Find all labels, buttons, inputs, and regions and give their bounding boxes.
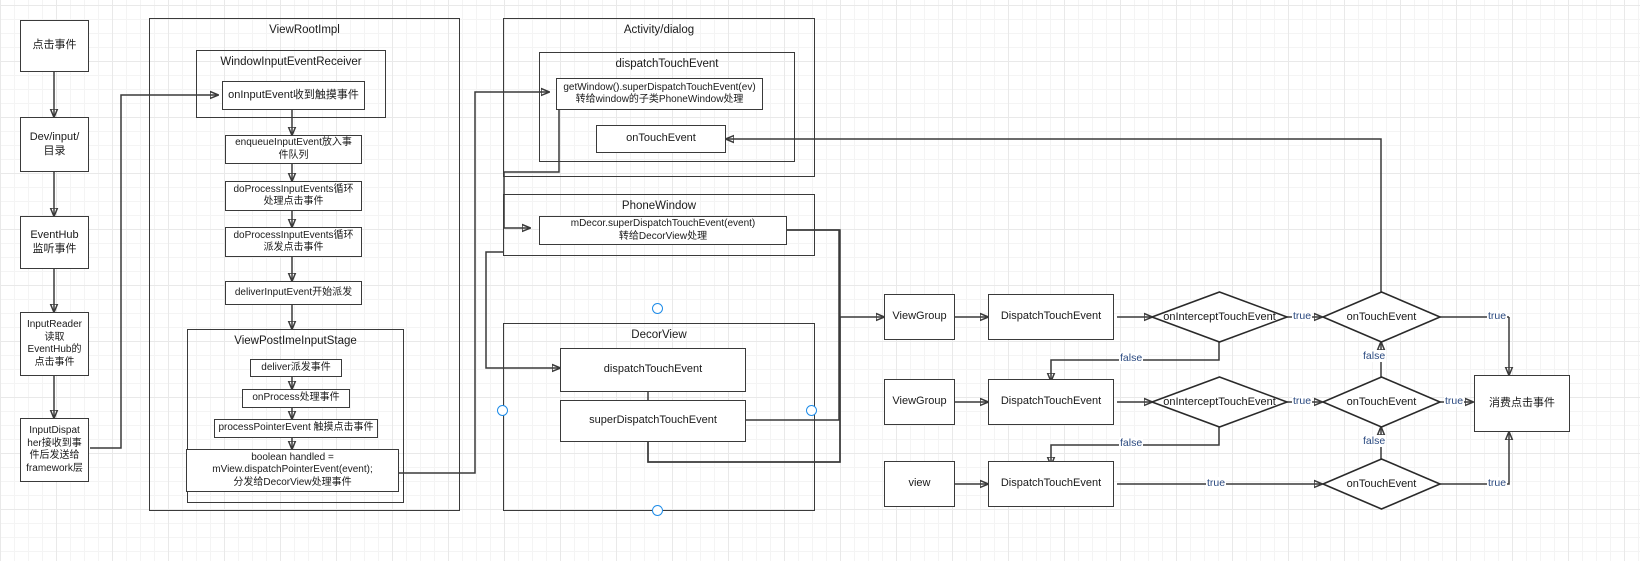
node-inputdispatcher[interactable]: InputDispat her接收到事 件后发送给 framework层	[20, 418, 89, 482]
edge-label-row1-intercept-false: false	[1119, 352, 1144, 364]
edge-label-row2-intercept-true: true	[1292, 395, 1313, 407]
node-dispatch-touch-event-row2[interactable]: DispatchTouchEvent	[988, 379, 1114, 425]
node-dispatch-touch-event-row3[interactable]: DispatchTouchEvent	[988, 461, 1114, 507]
group-title-view-root-impl: ViewRootImpl	[269, 24, 340, 36]
group-title-view-post-ime-input-stage: ViewPostImeInputStage	[234, 335, 357, 347]
edge-label-row1-intercept-true: true	[1292, 310, 1313, 322]
group-dispatch-touch-event: dispatchTouchEvent	[539, 52, 795, 162]
edge-label-row3-dispatch-true: true	[1206, 477, 1227, 489]
decision-label-row1-touch: onTouchEvent	[1346, 311, 1417, 323]
edge-label-row2-touch-true: true	[1444, 395, 1465, 407]
node-do-process-input-events-handle[interactable]: doProcessInputEvents循环 处理点击事件	[225, 181, 362, 211]
edge-label-row2-touch-false: false	[1362, 435, 1387, 447]
decision-on-intercept-touch-event-row1[interactable]: onInterceptTouchEvent	[1149, 291, 1290, 343]
connector-dot-decorview-bottom[interactable]	[652, 505, 663, 516]
group-title-decor-view: DecorView	[631, 329, 687, 341]
decision-label-row2-touch: onTouchEvent	[1346, 396, 1417, 408]
group-window-input-event-receiver: WindowInputEventReceiver	[196, 50, 386, 118]
node-boolean-handled[interactable]: boolean handled = mView.dispatchPointerE…	[186, 449, 399, 492]
node-process-pointer-event[interactable]: processPointerEvent 触摸点击事件	[214, 419, 378, 438]
node-mdecor-super-dispatch[interactable]: mDecor.superDispatchTouchEvent(event) 转给…	[539, 216, 787, 245]
node-consume-click-event[interactable]: 消费点击事件	[1474, 375, 1570, 432]
group-title-dispatch-touch-event: dispatchTouchEvent	[615, 58, 719, 70]
edge-label-row1-touch-false: false	[1362, 350, 1387, 362]
node-eventhub[interactable]: EventHub 监听事件	[20, 216, 89, 269]
node-click-event[interactable]: 点击事件	[20, 20, 89, 72]
node-do-process-input-events-dispatch[interactable]: doProcessInputEvents循环 派发点击事件	[225, 227, 362, 257]
node-enqueue-input-event[interactable]: enqueueInputEvent放入事 件队列	[225, 135, 362, 164]
decision-label-row1-intercept: onInterceptTouchEvent	[1163, 311, 1276, 323]
node-decorview-super-dispatch-touch-event[interactable]: superDispatchTouchEvent	[560, 400, 746, 442]
group-title-window-input-event-receiver: WindowInputEventReceiver	[220, 56, 362, 68]
node-inputreader[interactable]: InputReader 读取 EventHub的 点击事件	[20, 312, 89, 376]
node-on-input-event[interactable]: onInputEvent收到触摸事件	[222, 81, 365, 110]
node-get-window-super-dispatch[interactable]: getWindow().superDispatchTouchEvent(ev) …	[556, 78, 763, 110]
decision-on-touch-event-row1[interactable]: onTouchEvent	[1320, 291, 1443, 343]
group-view-root-impl: ViewRootImpl	[149, 18, 460, 511]
connector-dot-decorview-left[interactable]	[497, 405, 508, 416]
edge-label-row1-touch-true: true	[1487, 310, 1508, 322]
decision-on-touch-event-row2[interactable]: onTouchEvent	[1320, 376, 1443, 428]
decision-on-touch-event-row3[interactable]: onTouchEvent	[1320, 458, 1443, 510]
decision-label-row3-touch: onTouchEvent	[1346, 478, 1417, 490]
decision-on-intercept-touch-event-row2[interactable]: onInterceptTouchEvent	[1149, 376, 1290, 428]
node-viewgroup-row2[interactable]: ViewGroup	[884, 379, 955, 425]
connector-dot-decorview-right[interactable]	[806, 405, 817, 416]
node-dispatch-touch-event-row1[interactable]: DispatchTouchEvent	[988, 294, 1114, 340]
group-activity-dialog: Activity/dialog	[503, 18, 815, 177]
node-activity-on-touch-event[interactable]: onTouchEvent	[596, 125, 726, 153]
connector-dot-decorview-top[interactable]	[652, 303, 663, 314]
edge-label-row2-intercept-false: false	[1119, 437, 1144, 449]
node-on-process[interactable]: onProcess处理事件	[242, 389, 350, 408]
node-deliver-stage[interactable]: deliver派发事件	[250, 359, 342, 377]
node-view-row3[interactable]: view	[884, 461, 955, 507]
node-dev-input[interactable]: Dev/input/ 目录	[20, 117, 89, 172]
node-viewgroup-row1[interactable]: ViewGroup	[884, 294, 955, 340]
node-deliver-input-event[interactable]: deliverInputEvent开始派发	[225, 281, 362, 305]
node-decorview-dispatch-touch-event[interactable]: dispatchTouchEvent	[560, 348, 746, 392]
edge-label-row3-touch-true: true	[1487, 477, 1508, 489]
group-title-phone-window: PhoneWindow	[621, 200, 697, 212]
decision-label-row2-intercept: onInterceptTouchEvent	[1163, 396, 1276, 408]
group-title-activity-dialog: Activity/dialog	[623, 24, 695, 36]
